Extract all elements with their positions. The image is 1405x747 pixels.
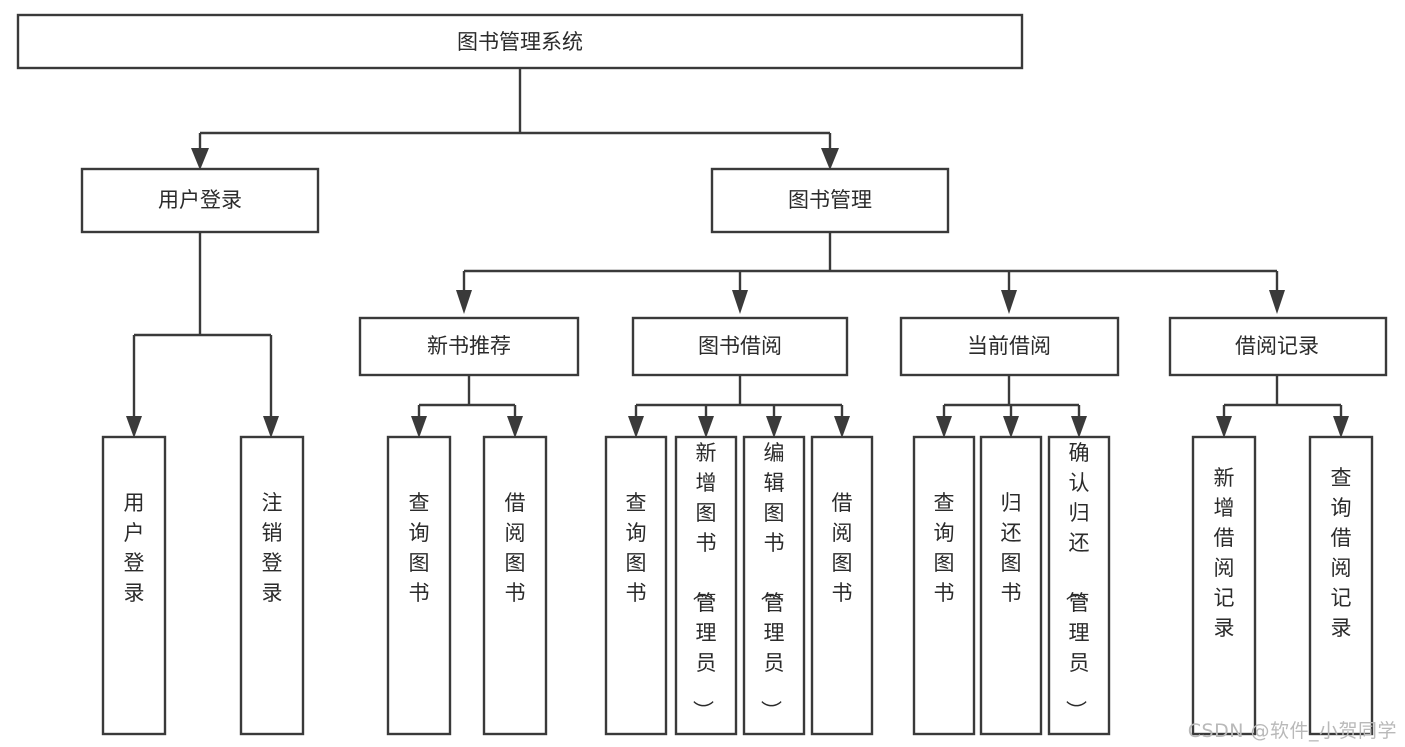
connector-group-root [191,68,839,170]
node-leaf-borrow-book-2-label: 借阅图书 [832,491,853,605]
arrowhead-leaf-query-record [1333,416,1349,438]
arrowhead-leaf-query-book-1 [411,416,427,438]
connector-group-user-login [126,232,279,438]
connector-group-current-borrow [936,375,1087,438]
node-user-login-rect[interactable] [80,167,320,234]
node-leaf-query-book-3[interactable]: 查询图书 [912,435,976,736]
node-new-book-recommend-rect[interactable] [358,316,580,377]
node-current-borrow[interactable]: 当前借阅 [899,316,1120,377]
arrowhead-user-login [191,148,209,170]
csdn-watermark: CSDN @软件_小贺同学 [1187,720,1397,742]
node-root-rect[interactable] [16,13,1024,70]
node-leaf-query-book-1-label: 查询图书 [409,491,430,605]
node-current-borrow-label: 当前借阅 [967,334,1051,358]
connector-group-book-borrow [628,375,850,438]
connector-group-book-management [456,232,1285,314]
node-leaf-logout-rect[interactable] [239,435,305,736]
node-root-label: 图书管理系统 [457,30,583,54]
node-user-login-label: 用户登录 [158,188,242,212]
node-leaf-query-book-3-rect[interactable] [912,435,976,736]
node-leaf-borrow-book-1-rect[interactable] [482,435,548,736]
node-book-borrow[interactable]: 图书借阅 [631,316,849,377]
connector-group-borrow-record [1216,375,1349,438]
node-book-management[interactable]: 图书管理 [710,167,950,234]
arrowhead-leaf-add-book [698,416,714,438]
node-current-borrow-rect[interactable] [899,316,1120,377]
node-user-login[interactable]: 用户登录 [80,167,320,234]
node-root[interactable]: 图书管理系统 [16,13,1024,70]
arrowhead-leaf-borrow-book-2 [834,416,850,438]
node-leaf-confirm-return-rect[interactable] [1047,435,1111,736]
node-new-book-recommend[interactable]: 新书推荐 [358,316,580,377]
node-leaf-query-book-1-rect[interactable] [386,435,452,736]
arrowhead-leaf-add-record [1216,416,1232,438]
node-new-book-recommend-label: 新书推荐 [427,334,511,358]
node-leaf-add-book[interactable]: 新增图书（管理员） [674,435,738,736]
node-leaf-add-book-rect[interactable] [674,435,738,736]
arrowhead-leaf-borrow-book-1 [507,416,523,438]
arrowhead-leaf-user-login [126,416,142,438]
node-leaf-query-book-2-label: 查询图书 [626,491,647,605]
node-leaf-borrow-book-1-label: 借阅图书 [505,491,526,605]
node-leaf-return-book[interactable]: 归还图书 [979,435,1043,736]
node-leaf-return-book-label: 归还图书 [1001,491,1022,605]
node-leaf-edit-book[interactable]: 编辑图书（管理员） [742,435,806,736]
node-book-management-label: 图书管理 [788,188,872,212]
arrowhead-book-borrow [732,290,748,314]
node-leaf-query-book-3-label: 查询图书 [934,491,955,605]
connector-group-new-book-recommend [411,375,523,438]
arrowhead-leaf-logout [263,416,279,438]
arrowhead-book-management [821,148,839,170]
arrowhead-leaf-query-book-3 [936,416,952,438]
node-leaf-borrow-book-2-rect[interactable] [810,435,874,736]
node-book-borrow-rect[interactable] [631,316,849,377]
node-leaf-logout[interactable]: 注销登录 [239,435,305,736]
node-leaf-borrow-book-1[interactable]: 借阅图书 [482,435,548,736]
node-leaf-user-login-rect[interactable] [101,435,167,736]
arrowhead-leaf-query-book-2 [628,416,644,438]
node-leaf-logout-label: 注销登录 [262,491,283,605]
node-book-management-rect[interactable] [710,167,950,234]
node-leaf-confirm-return-label: 确认归还（管理员） [1064,441,1090,721]
node-leaf-edit-book-rect[interactable] [742,435,806,736]
node-leaf-add-record[interactable]: 新增借阅记录 [1191,435,1257,736]
arrowhead-leaf-confirm-return [1071,416,1087,438]
node-leaf-add-record-rect[interactable] [1191,435,1257,736]
node-leaf-query-book-2[interactable]: 查询图书 [604,435,668,736]
node-leaf-add-record-label: 新增借阅记录 [1214,466,1235,640]
arrowhead-current-borrow [1001,290,1017,314]
node-leaf-query-record[interactable]: 查询借阅记录 [1308,435,1374,736]
arrowhead-new-book-recommend [456,290,472,314]
node-leaf-confirm-return[interactable]: 确认归还（管理员） [1047,435,1111,736]
node-leaf-return-book-rect[interactable] [979,435,1043,736]
node-borrow-record-label: 借阅记录 [1235,334,1319,358]
node-leaf-borrow-book-2[interactable]: 借阅图书 [810,435,874,736]
node-leaf-add-book-label: 新增图书（管理员） [691,441,717,721]
node-leaf-query-record-label: 查询借阅记录 [1331,466,1352,640]
node-borrow-record[interactable]: 借阅记录 [1168,316,1388,377]
node-leaf-query-record-rect[interactable] [1308,435,1374,736]
node-book-borrow-label: 图书借阅 [698,334,782,358]
node-leaf-edit-book-label: 编辑图书（管理员） [759,441,785,721]
arrowhead-leaf-edit-book [766,416,782,438]
node-leaf-user-login[interactable]: 用户登录 [101,435,167,736]
arrowhead-borrow-record [1269,290,1285,314]
node-leaf-user-login-label: 用户登录 [124,491,145,605]
node-leaf-query-book-2-rect[interactable] [604,435,668,736]
arrowhead-leaf-return-book [1003,416,1019,438]
node-borrow-record-rect[interactable] [1168,316,1388,377]
node-leaf-query-book-1[interactable]: 查询图书 [386,435,452,736]
